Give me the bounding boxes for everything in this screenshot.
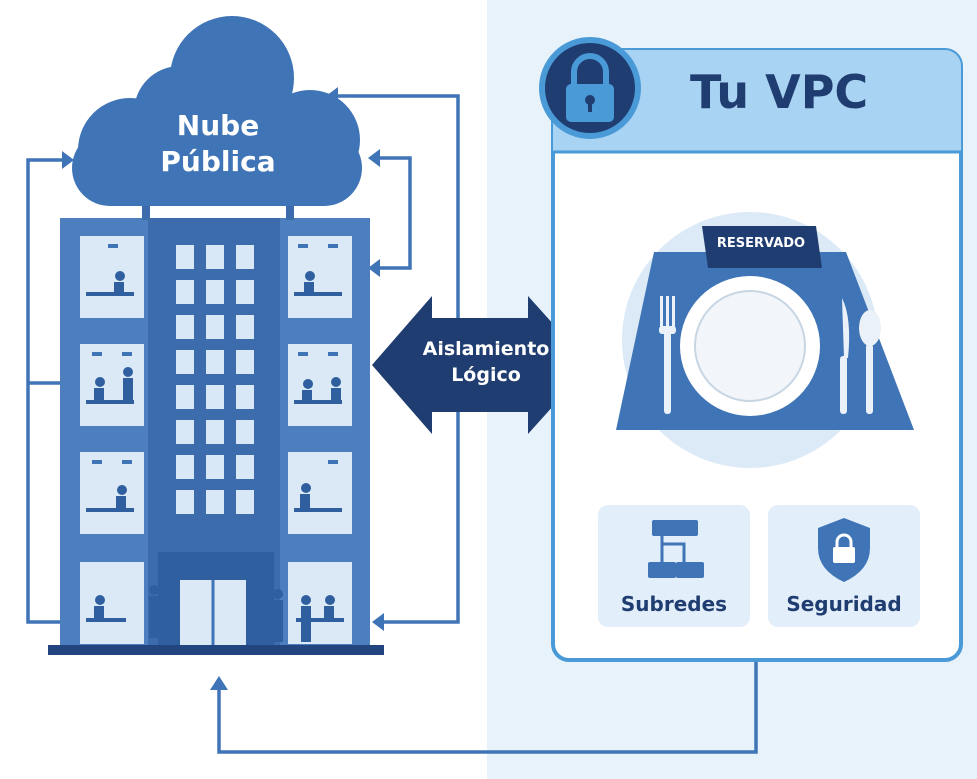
padlock-icon [539, 37, 641, 139]
arrowhead-icon [368, 149, 380, 167]
office-window-right [288, 236, 352, 644]
security-label: Seguridad [786, 592, 902, 616]
building-base [48, 645, 384, 655]
ceiling-lamps [92, 244, 338, 464]
isolation-label: Aislamiento Lógico [396, 336, 576, 388]
isolation-label-line1: Aislamiento [422, 338, 550, 360]
office-window-left [80, 236, 144, 644]
arrowhead-icon [62, 151, 74, 169]
subnets-label: Subredes [620, 592, 728, 616]
cloud-title-line2: Pública [160, 145, 276, 178]
reserved-tag: RESERVADO [716, 236, 806, 251]
knife-icon [840, 298, 850, 414]
isolation-label-line2: Lógico [451, 364, 521, 386]
arrowhead-icon [210, 676, 228, 690]
plate-icon [680, 276, 820, 416]
cloud-title-line1: Nube [176, 109, 260, 142]
reserved-sign [702, 226, 822, 268]
arrowhead-icon [372, 613, 384, 631]
isolation-double-arrow-icon [372, 296, 590, 434]
arrowhead-icon [368, 259, 380, 277]
building-window-grid [176, 245, 254, 514]
fork-icon [659, 296, 676, 414]
network-hierarchy-icon [648, 520, 704, 578]
cloud-title: Nube Pública [118, 108, 318, 180]
lobby-people [149, 585, 311, 642]
shield-lock-icon [818, 518, 870, 582]
vpc-title: Tu VPC [690, 65, 869, 119]
spoon-icon [859, 310, 881, 414]
building [48, 206, 384, 655]
cloud-icon [72, 16, 362, 206]
office-workers [86, 271, 344, 622]
